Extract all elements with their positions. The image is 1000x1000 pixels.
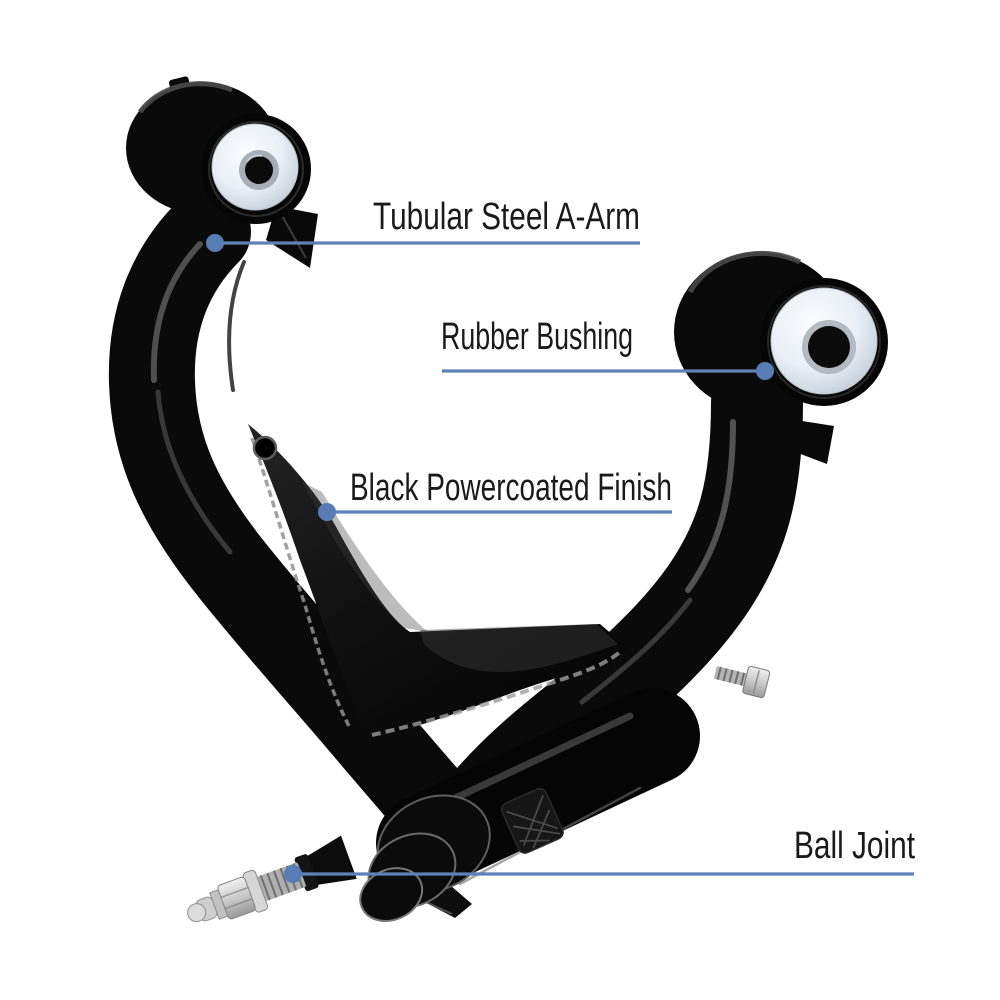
right-bushing-hole bbox=[808, 326, 850, 368]
callout-ball-joint: Ball Joint bbox=[284, 825, 915, 883]
callout-rubber-bushing: Rubber Bushing bbox=[441, 316, 774, 380]
left-bushing-hole bbox=[245, 156, 273, 184]
callout-tubular-steel-a-arm: Tubular Steel A-Arm bbox=[206, 196, 640, 252]
callout-label-tubular-steel-a-arm: Tubular Steel A-Arm bbox=[373, 196, 640, 238]
ball-joint-boot bbox=[359, 794, 491, 922]
plate-hole bbox=[252, 435, 278, 461]
leader-dot bbox=[284, 865, 302, 883]
right-bushing-ear bbox=[790, 420, 834, 464]
knurled-collar bbox=[500, 787, 564, 854]
leader-dot bbox=[318, 503, 336, 521]
ball-joint-stud bbox=[187, 835, 357, 923]
pinch-bolt bbox=[713, 665, 771, 699]
gusset-plate bbox=[248, 424, 628, 738]
callout-label-rubber-bushing: Rubber Bushing bbox=[441, 316, 633, 358]
left-bushing bbox=[126, 76, 318, 268]
callout-label-ball-joint: Ball Joint bbox=[794, 825, 915, 867]
callout-black-powercoated-finish: Black Powercoated Finish bbox=[318, 467, 672, 521]
left-bushing-ear bbox=[266, 206, 318, 268]
leader-dot bbox=[756, 362, 774, 380]
callout-label-black-powercoated-finish: Black Powercoated Finish bbox=[350, 467, 672, 509]
leader-dot bbox=[206, 234, 224, 252]
left-arm-tube bbox=[108, 189, 471, 843]
